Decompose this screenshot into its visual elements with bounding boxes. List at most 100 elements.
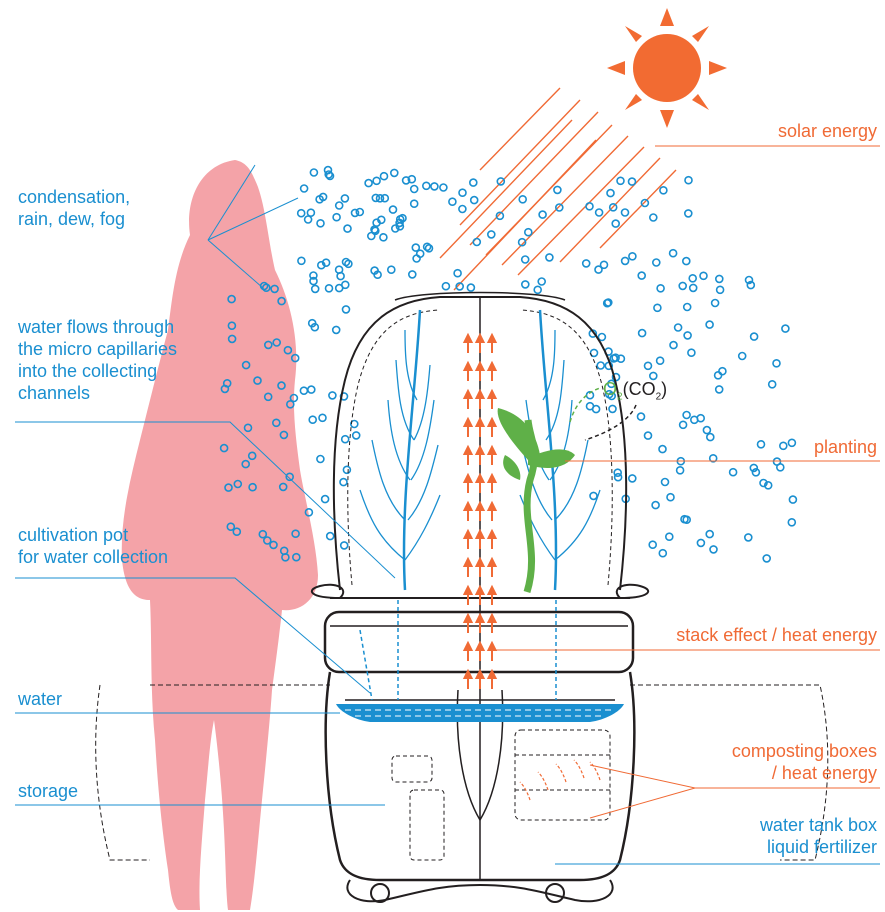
water-droplet [689, 275, 696, 282]
water-droplet [326, 285, 333, 292]
heat-arrow-head [477, 503, 484, 510]
capillaries-label: water flows through the micro capillarie… [18, 316, 177, 404]
water-droplet [307, 209, 314, 216]
water-droplet [769, 381, 776, 388]
water-droplet [706, 531, 713, 538]
water-droplet [473, 239, 480, 246]
heat-arrow-head [465, 531, 472, 538]
heat-arrow-head [489, 587, 496, 594]
heat-arrow-head [489, 419, 496, 426]
water-pool [336, 704, 624, 722]
water-droplet [638, 272, 645, 279]
water-droplet [423, 182, 430, 189]
water-droplet [522, 256, 529, 263]
water-droplet [522, 281, 529, 288]
water-droplet [788, 439, 795, 446]
water-droplet [333, 214, 340, 221]
heat-arrow-head [477, 559, 484, 566]
water-droplet [317, 220, 324, 227]
heat-arrow-head [489, 643, 496, 650]
heat-arrow-head [477, 531, 484, 538]
water-droplet [607, 190, 614, 197]
solar-energy-label: solar energy [778, 120, 877, 142]
water-droplet [677, 467, 684, 474]
water-droplet [666, 533, 673, 540]
water-droplet [322, 496, 329, 503]
water-droplet [675, 324, 682, 331]
condensation-label: condensation, rain, dew, fog [18, 186, 130, 230]
water-droplet [697, 539, 704, 546]
water-droplet [597, 362, 604, 369]
water-droplet [712, 300, 719, 307]
water-droplet [745, 534, 752, 541]
water-droplet [329, 392, 336, 399]
water-droplet [659, 446, 666, 453]
water-droplet [782, 325, 789, 332]
water-droplet [310, 169, 317, 176]
water-droplet [411, 200, 418, 207]
heat-arrow-head [477, 475, 484, 482]
heat-arrow-head [489, 391, 496, 398]
heat-arrow-head [489, 615, 496, 622]
water-droplet [333, 326, 340, 333]
water-droplet [716, 275, 723, 282]
water-droplet [409, 271, 416, 278]
water-droplet [657, 285, 664, 292]
compost-heat-arrow [538, 772, 548, 790]
water-droplet [789, 496, 796, 503]
water-droplet [715, 372, 722, 379]
water-droplet [471, 197, 478, 204]
heat-arrow-head [477, 335, 484, 342]
water-droplet [622, 209, 629, 216]
water-droplet [788, 519, 795, 526]
water-droplet [488, 231, 495, 238]
water-droplet [683, 412, 690, 419]
heat-arrow-head [489, 531, 496, 538]
heat-arrow-head [489, 335, 496, 342]
heat-arrow-head [477, 391, 484, 398]
water-droplet [312, 285, 319, 292]
heat-arrow-head [477, 587, 484, 594]
water-droplet [690, 284, 697, 291]
heat-arrow-head [489, 503, 496, 510]
water-droplet [662, 479, 669, 486]
water-droplet [652, 502, 659, 509]
water-droplet [667, 494, 674, 501]
water-droplet [336, 202, 343, 209]
water-droplet [654, 304, 661, 311]
water-droplet [639, 330, 646, 337]
water-droplet [719, 368, 726, 375]
water-droplet [596, 209, 603, 216]
water-droplet [317, 456, 324, 463]
heat-arrow-head [465, 475, 472, 482]
water-droplet [758, 441, 765, 448]
water-droplet [717, 286, 724, 293]
water-droplet [459, 206, 466, 213]
water-droplet [649, 541, 656, 548]
heat-arrow-head [477, 615, 484, 622]
heat-arrow-head [489, 447, 496, 454]
water-droplet [308, 386, 315, 393]
storage-label: storage [18, 780, 78, 802]
water-droplet [670, 250, 677, 257]
heat-arrow-head [489, 475, 496, 482]
water-droplet [751, 333, 758, 340]
water-droplet [653, 259, 660, 266]
water-droplet [341, 195, 348, 202]
water-droplet [327, 533, 334, 540]
compost-heat-arrow [520, 782, 530, 800]
heat-arrow-head [477, 363, 484, 370]
water-droplet [659, 550, 666, 557]
water-droplet [739, 353, 746, 360]
water-droplet [773, 360, 780, 367]
water-droplet [309, 416, 316, 423]
water-droplet [388, 266, 395, 273]
water-droplet [710, 546, 717, 553]
water-droplet [645, 432, 652, 439]
heat-arrow-head [465, 419, 472, 426]
water-droplet [390, 206, 397, 213]
water-droplet [411, 186, 418, 193]
water-droplet [298, 257, 305, 264]
water-droplet [586, 203, 593, 210]
heat-arrow-head [477, 643, 484, 650]
